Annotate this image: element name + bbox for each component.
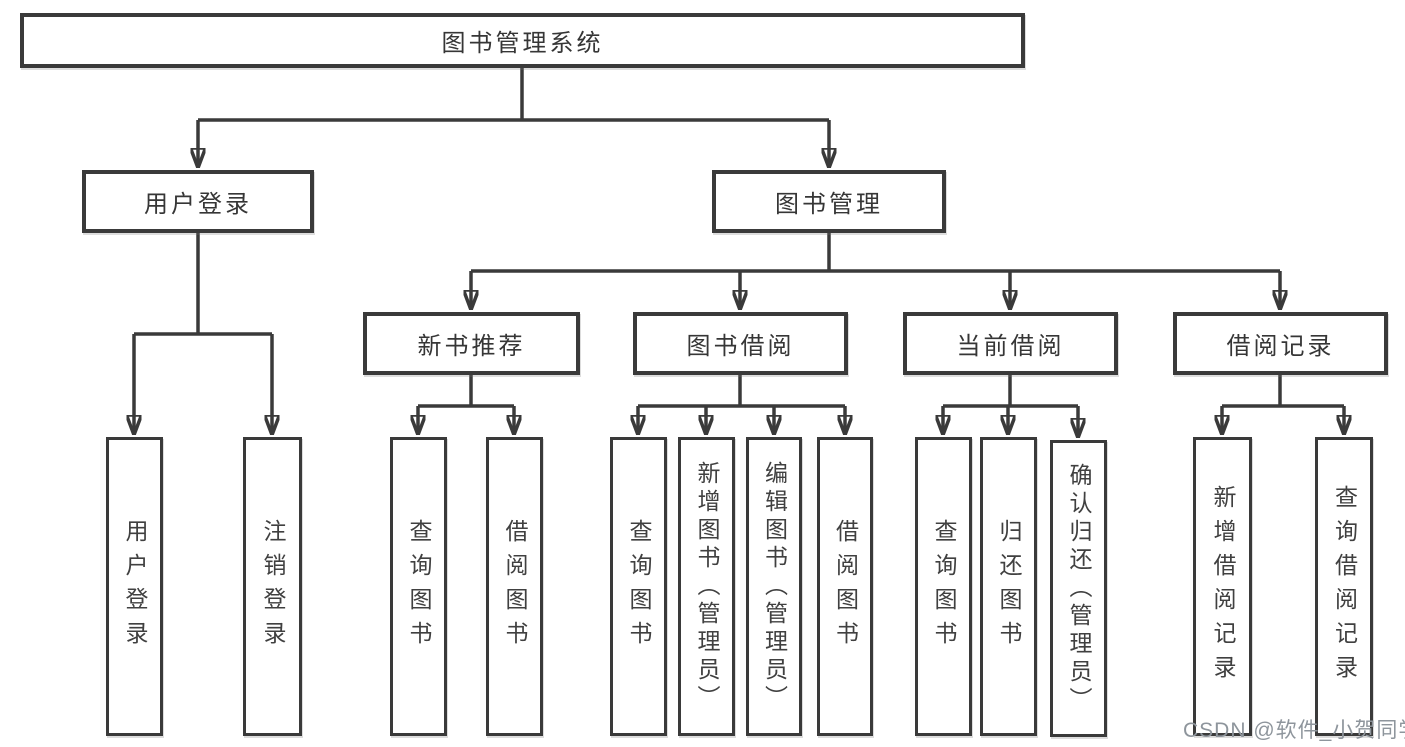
leaf-add-borrow-record: 新增借阅记录 bbox=[1193, 437, 1252, 736]
csdn-watermark: CSDN @软件_小贺同学 bbox=[1183, 719, 1405, 742]
leaf-logout: 注销登录 bbox=[243, 437, 302, 736]
node-user-login: 用户登录 bbox=[82, 170, 314, 233]
leaf-query-books: 查询图书 bbox=[610, 437, 667, 736]
node-borrowing-records: 借阅记录 bbox=[1173, 312, 1388, 375]
leaf-borrow-books: 借阅图书 bbox=[817, 437, 873, 736]
branch-new-book-rec bbox=[418, 375, 514, 435]
leaf-confirm-return-admin: 确认归还（管理员） bbox=[1050, 440, 1107, 737]
branch-borrow-records bbox=[1222, 375, 1344, 435]
node-book-management: 图书管理 bbox=[712, 170, 946, 233]
leaf-edit-books-admin: 编辑图书（管理员） bbox=[746, 437, 802, 736]
leaf-query-books: 查询图书 bbox=[390, 437, 447, 736]
branch-book-mgmt bbox=[471, 233, 1280, 310]
leaf-add-books-admin: 新增图书（管理员） bbox=[678, 437, 735, 736]
node-current-borrowing: 当前借阅 bbox=[903, 312, 1118, 375]
branch-current-borrow bbox=[943, 375, 1078, 438]
branch-book-borrow bbox=[638, 375, 845, 435]
branch-root bbox=[198, 68, 829, 168]
node-book-borrowing: 图书借阅 bbox=[633, 312, 848, 375]
node-new-book-recommendation: 新书推荐 bbox=[363, 312, 580, 375]
node-root-library-management-system: 图书管理系统 bbox=[20, 13, 1025, 68]
leaf-borrow-books: 借阅图书 bbox=[486, 437, 543, 736]
leaf-query-books: 查询图书 bbox=[915, 437, 972, 736]
leaf-query-borrow-record: 查询借阅记录 bbox=[1315, 437, 1373, 736]
branch-user-login bbox=[134, 233, 272, 435]
leaf-return-books: 归还图书 bbox=[980, 437, 1037, 736]
leaf-user-login: 用户登录 bbox=[106, 437, 163, 736]
